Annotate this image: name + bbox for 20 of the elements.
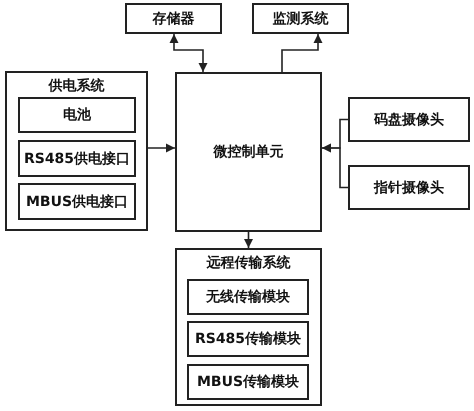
arrow <box>170 34 208 72</box>
group-heading: 供电系统 <box>48 77 104 95</box>
module-box: 电池 <box>18 97 136 133</box>
module-box: 指针摄像头 <box>348 165 470 210</box>
module-box: RS485传输模块 <box>187 321 309 357</box>
module-box: 码盘摄像头 <box>348 97 470 142</box>
group-box <box>5 71 148 231</box>
unit-box: 微控制单元 <box>175 72 322 232</box>
arrow <box>322 144 348 188</box>
module-box: RS485供电接口 <box>18 140 136 177</box>
group-box <box>175 248 322 406</box>
module-box: MBUS供电接口 <box>18 183 136 220</box>
arrow <box>148 144 175 152</box>
module-box: 监测系统 <box>252 3 349 34</box>
arrow <box>244 232 253 248</box>
module-box: 存储器 <box>125 3 222 34</box>
module-box: 无线传输模块 <box>187 279 309 315</box>
arrow <box>281 34 322 72</box>
module-box: MBUS传输模块 <box>187 364 309 400</box>
group-heading: 远程传输系统 <box>206 254 290 272</box>
